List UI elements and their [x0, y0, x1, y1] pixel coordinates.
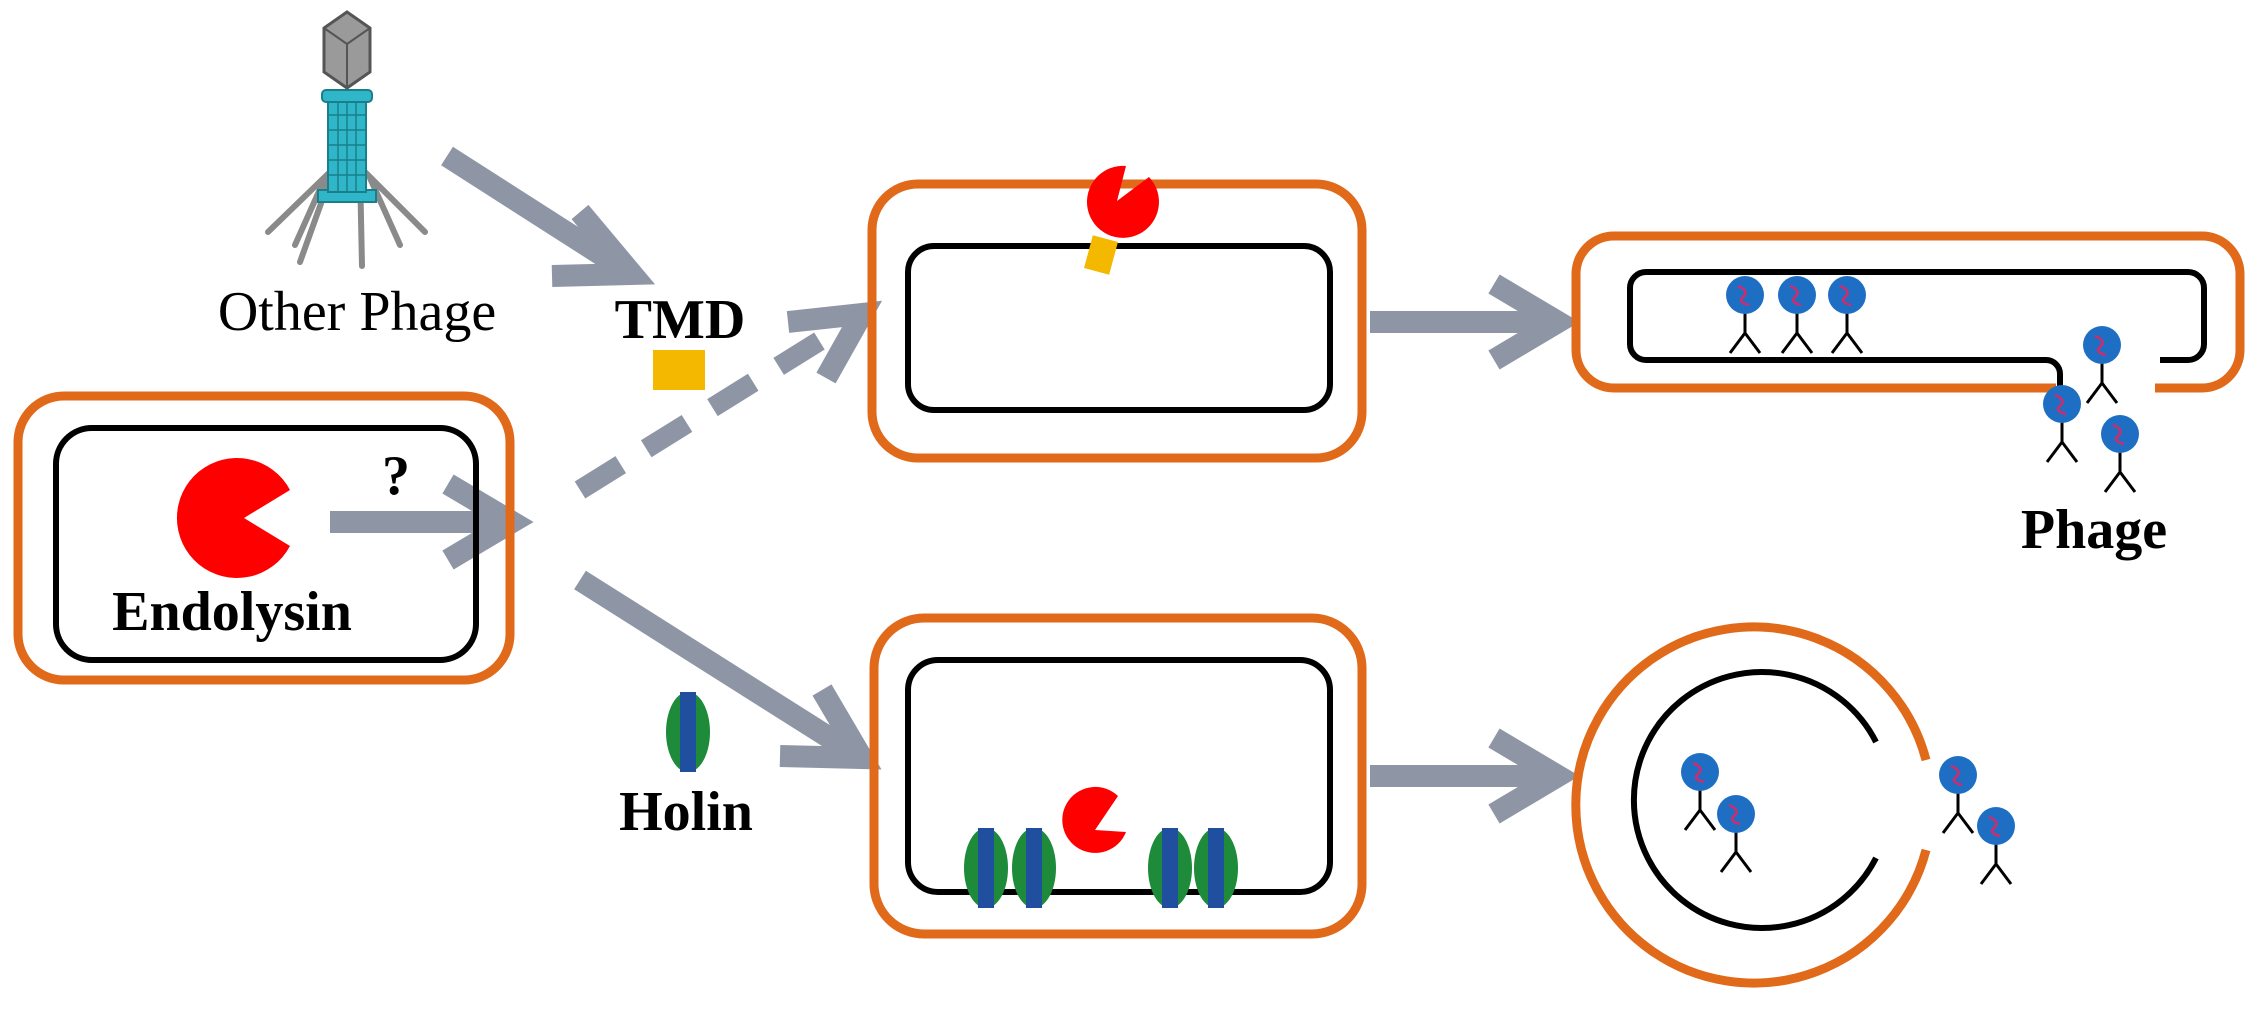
arrow-holin-cell-to-lysis: [1370, 728, 1580, 824]
tmd-domain-icon: [653, 350, 705, 390]
other-phage-label: Other Phage: [218, 281, 496, 343]
endolysin-host-cell: [13, 391, 515, 685]
endolysin-pacman-icon: [176, 458, 290, 578]
bacteriophage-icon: [265, 10, 428, 269]
holin-label: Holin: [619, 781, 753, 843]
arrow-dashed-to-tmd-cell: [574, 300, 883, 499]
tmd-anchor-icon: [1084, 235, 1118, 275]
phage-particles-released-bottom: [1679, 751, 2017, 886]
question-mark: ?: [382, 445, 410, 507]
arrow-phage-to-tmd: [441, 146, 656, 287]
lysed-cell-tmd: [1571, 231, 2245, 393]
holin-icon: [666, 692, 710, 772]
endolysin-label: Endolysin: [112, 581, 352, 643]
arrow-to-holin-cell: [574, 570, 882, 770]
arrow-tmd-cell-to-lysis: [1370, 274, 1580, 370]
lysed-cell-holin: [1571, 622, 1931, 988]
tmd-label: TMD: [615, 289, 746, 351]
anchored-endolysin-icon: [1086, 165, 1159, 238]
holin-target-cell: [869, 613, 1367, 939]
arrow-endolysin-question: [330, 474, 534, 570]
phage-label: Phage: [2021, 499, 2167, 561]
endolysin-through-holin-icon: [1062, 786, 1126, 853]
